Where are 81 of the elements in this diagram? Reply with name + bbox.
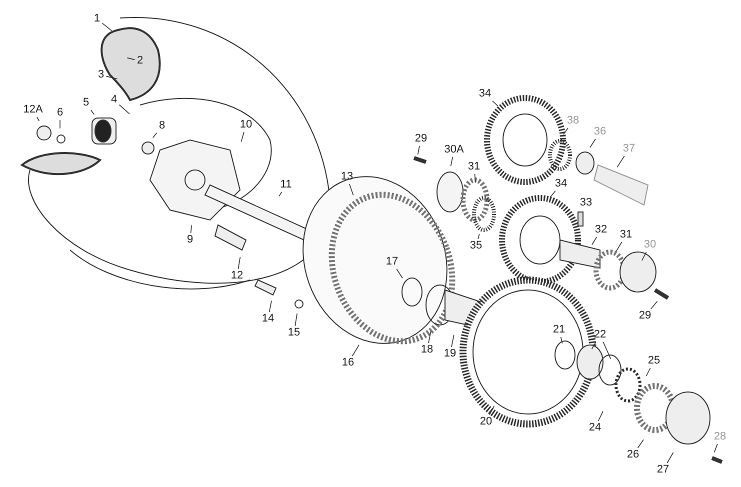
leader-line (90, 110, 94, 115)
callout-number: 9 (186, 234, 194, 246)
callout-number: 29 (414, 132, 428, 146)
leader-line (492, 100, 498, 106)
leader-line (278, 192, 282, 197)
callout-number: 26 (626, 448, 640, 462)
leader-line (616, 156, 625, 168)
leader-line (616, 242, 622, 252)
leader-line (598, 410, 604, 422)
callout-number: 30 (644, 238, 656, 252)
callout-number: 19 (444, 348, 456, 360)
leader-line (268, 300, 272, 312)
callout-number: 25 (648, 354, 660, 368)
callout-number: 12A (23, 104, 43, 116)
leader-line (118, 104, 130, 114)
callout-number: 31 (468, 160, 480, 174)
leader-line (642, 252, 647, 261)
leader-line (451, 334, 454, 348)
callout-number: 8 (158, 120, 166, 132)
callout-number: 30A (444, 144, 464, 156)
leader-line (602, 342, 612, 360)
leader-line (102, 22, 113, 32)
callout-number: 16 (342, 356, 354, 370)
callout-number: 14 (262, 312, 274, 326)
leader-line (478, 234, 480, 240)
callout-number: 13 (340, 170, 354, 184)
callout-number: 15 (288, 326, 300, 340)
callout-number: 4 (110, 94, 118, 106)
leader-line (637, 439, 644, 448)
callout-number: 21 (552, 324, 566, 336)
leader-line (489, 406, 494, 416)
leader-line (126, 57, 136, 60)
leader-line (474, 174, 476, 183)
callout-number: 11 (280, 178, 292, 192)
leader-line (666, 452, 674, 464)
leader-line (152, 132, 158, 138)
leader-line (591, 342, 596, 350)
callout-number: 33 (580, 196, 592, 210)
callout-number: 22 (594, 328, 606, 342)
callout-number: 37 (622, 142, 636, 156)
leader-line (240, 132, 244, 142)
leader-line (550, 190, 556, 198)
leader-line (428, 330, 432, 344)
callout-number: 34 (478, 88, 492, 100)
callout-number: 27 (656, 464, 670, 476)
callout-number: 38 (566, 114, 580, 128)
callout-number: 6 (56, 106, 64, 120)
leader-line (563, 128, 568, 135)
callout-number: 3 (98, 68, 104, 82)
callout-number: 32 (594, 224, 608, 236)
callout-number: 24 (588, 422, 602, 434)
callout-number: 28 (714, 430, 726, 444)
leader-line (294, 313, 298, 326)
leader-line (352, 344, 360, 356)
callout-number: 12 (230, 270, 244, 282)
leader-line (417, 146, 420, 155)
leader-line (592, 236, 598, 246)
callout-number: 34 (554, 178, 568, 190)
callout-number: 31 (620, 228, 632, 242)
leader-line (396, 268, 403, 278)
leader-line (349, 184, 354, 196)
callout-number: 5 (82, 96, 90, 110)
callout-number: 18 (420, 344, 434, 356)
leader-line (646, 368, 651, 376)
callout-number: 10 (240, 118, 252, 132)
leader-line (560, 336, 563, 344)
callout-number: 20 (480, 416, 492, 428)
callout-number: 17 (386, 256, 398, 268)
callout-number: 1 (94, 12, 100, 26)
callout-number: 29 (638, 310, 652, 322)
leader-line (36, 116, 40, 122)
leader-line (590, 138, 596, 148)
callout-number: 35 (470, 240, 482, 252)
callout-number: 36 (594, 126, 606, 138)
leader-line (238, 256, 241, 270)
leader-line (714, 444, 718, 453)
leader-line (106, 76, 118, 80)
leader-line (190, 224, 192, 234)
callout-number: 2 (136, 54, 144, 68)
leader-line (450, 156, 453, 166)
leader-line (650, 300, 658, 310)
